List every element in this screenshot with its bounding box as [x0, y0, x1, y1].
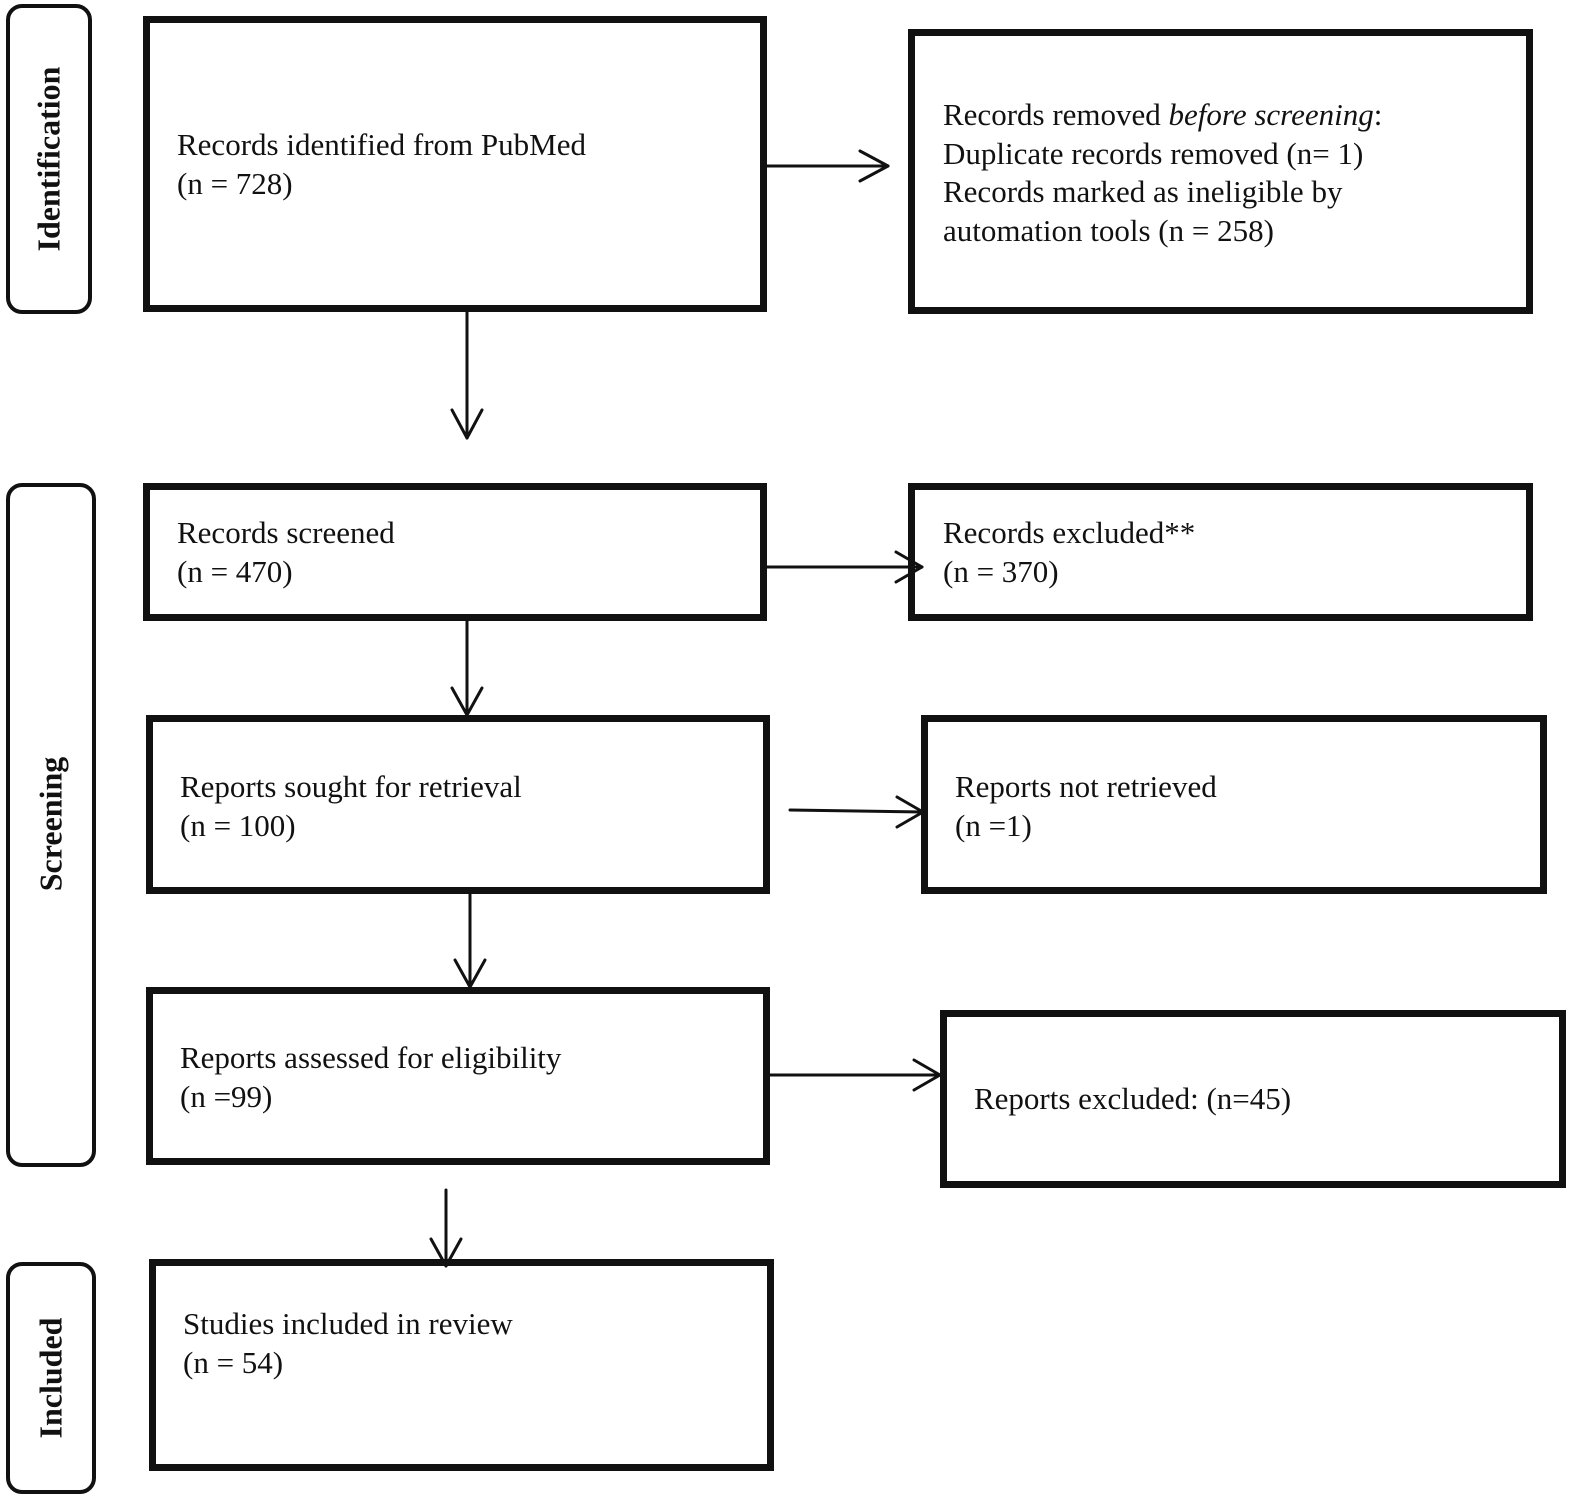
- reports-sought-label: Reports sought for retrieval: [180, 769, 522, 804]
- arrow-assessed-to-excluded: [768, 1058, 942, 1092]
- text-records-excluded: Records excluded** (n = 370): [943, 514, 1195, 591]
- automation-tools: automation tools (n = 258): [943, 212, 1274, 248]
- stage-screening: [6, 483, 96, 1167]
- stage-identification: [6, 4, 92, 314]
- stage-included: [6, 1262, 96, 1494]
- studies-included-count: (n = 54): [183, 1344, 284, 1380]
- arrow-assessed-to-included: [429, 1188, 463, 1268]
- arrow-screened-to-excluded: [765, 550, 924, 584]
- records-excluded-count: (n = 370): [943, 553, 1059, 589]
- text-reports-assessed: Reports assessed for eligibility (n =99): [180, 1039, 561, 1116]
- ineligible-marked: Records marked as ineligible by: [943, 174, 1343, 209]
- reports-excluded-label: Reports excluded: (n=45): [974, 1081, 1292, 1116]
- records-excluded-label: Records excluded**: [943, 515, 1196, 550]
- box-reports-assessed: [146, 987, 770, 1165]
- arrow-sought-to-assessed: [453, 892, 487, 989]
- text-reports-not-retrieved: Reports not retrieved (n =1): [955, 768, 1217, 845]
- text-reports-sought: Reports sought for retrieval (n = 100): [180, 768, 522, 845]
- records-removed-suffix: :: [1373, 97, 1383, 132]
- box-records-identified: [143, 16, 767, 312]
- arrow-identified-to-removed: [765, 149, 890, 183]
- records-removed-prefix: Records removed: [943, 97, 1169, 132]
- records-identified-count: (n = 728): [177, 165, 293, 201]
- records-identified-label: Records identified from PubMed: [177, 127, 586, 162]
- box-records-removed: [908, 29, 1533, 314]
- box-reports-not-retrieved: [921, 715, 1547, 894]
- reports-not-retrieved-label: Reports not retrieved: [955, 769, 1217, 804]
- records-removed-heading: Records removed before screening:: [943, 96, 1382, 135]
- arrow-screened-to-sought: [450, 619, 484, 717]
- records-removed-italic: before screening: [1168, 97, 1374, 132]
- box-reports-sought: [146, 715, 770, 894]
- text-records-screened: Records screened (n = 470): [177, 514, 395, 591]
- box-studies-included: [149, 1259, 774, 1471]
- studies-included-label: Studies included in review: [183, 1306, 513, 1341]
- reports-assessed-label: Reports assessed for eligibility: [180, 1040, 562, 1075]
- box-records-screened: [143, 483, 767, 621]
- box-reports-excluded: [940, 1010, 1566, 1188]
- duplicates-removed: Duplicate records removed (n= 1): [943, 135, 1364, 171]
- box-records-excluded: [908, 483, 1533, 621]
- reports-not-retrieved-count: (n =1): [955, 807, 1032, 843]
- reports-assessed-count: (n =99): [180, 1078, 273, 1114]
- records-screened-count: (n = 470): [177, 553, 293, 589]
- text-reports-excluded: Reports excluded: (n=45): [974, 1080, 1291, 1119]
- reports-sought-count: (n = 100): [180, 807, 296, 843]
- records-screened-label: Records screened: [177, 515, 395, 550]
- text-studies-included: Studies included in review (n = 54): [183, 1305, 513, 1382]
- text-records-removed: Records removed before screening: Duplic…: [943, 96, 1382, 250]
- text-records-identified: Records identified from PubMed (n = 728): [177, 126, 586, 203]
- arrow-sought-to-not-retrieved: [788, 795, 925, 829]
- arrow-identified-to-screened: [450, 310, 484, 440]
